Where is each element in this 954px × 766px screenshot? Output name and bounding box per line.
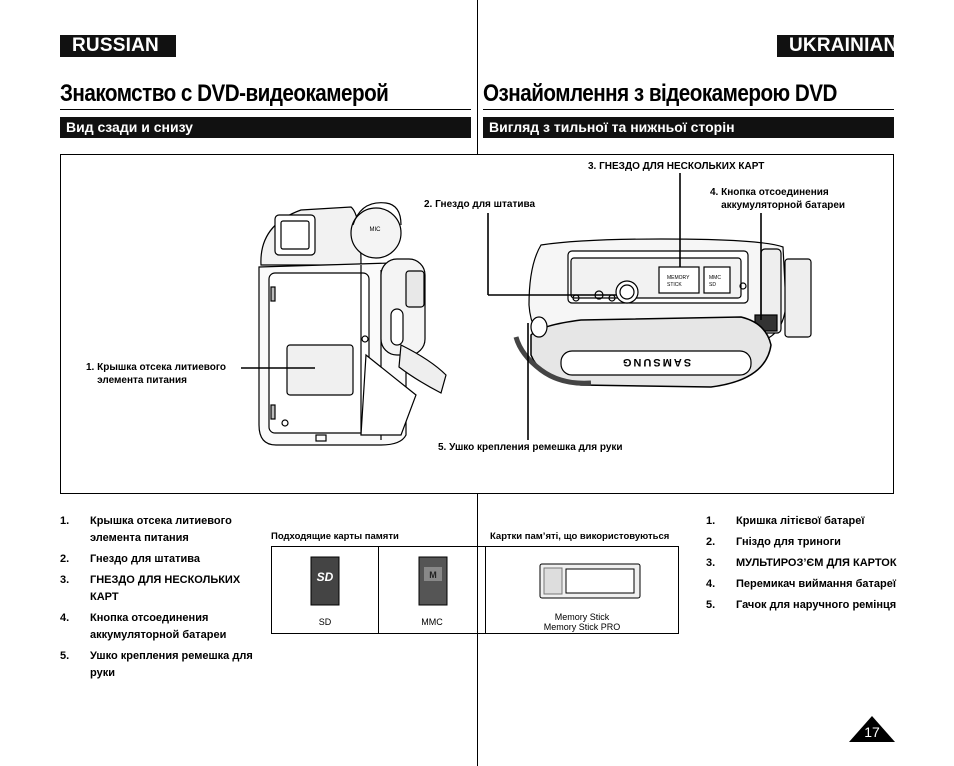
svg-text:SD: SD — [317, 570, 334, 584]
card-cell-mmc: M MMC — [379, 547, 486, 633]
memory-stick-slot-label-2: STICK — [667, 282, 682, 288]
lang-badge-russian: RUSSIAN — [60, 35, 176, 57]
callout-tripod-socket: 2. Гнездо для штатива — [424, 199, 536, 210]
camcorder-illustration: MIC MEMORY STICK MMC SD SAMSUNG — [241, 173, 812, 446]
center-divider — [477, 0, 478, 154]
list-item: 5.Ушко крепления ремешка для руки — [60, 650, 253, 679]
memory-stick-slot-label-1: MEMORY — [667, 275, 690, 281]
svg-text:MMC SD: MMC SD — [709, 275, 722, 288]
camcorder-figure: MIC MEMORY STICK MMC SD SAMSUNG 1. Крышк… — [60, 154, 894, 494]
svg-text:M: M — [429, 570, 437, 580]
list-item: 4.Кнопка отсоединения аккумуляторной бат… — [60, 612, 227, 641]
sd-label: SD — [318, 617, 332, 627]
page-number: 17 — [864, 724, 880, 740]
mic-label: MIC — [370, 227, 382, 233]
list-item: 1.Кришка літієвої батареї — [706, 515, 865, 527]
list-item: 1.Крышка отсека литиевого элемента питан… — [60, 515, 232, 544]
callout-strap-hook: 5. Ушко крепления ремешка для руки — [438, 442, 623, 453]
memory-stick-label: Memory Stick — [554, 612, 610, 622]
samsung-strap-logo: SAMSUNG — [621, 356, 691, 368]
sd-card-icon — [310, 556, 340, 606]
mmc-slot-label: MMC — [709, 275, 721, 281]
page-number-badge: 17 — [849, 716, 895, 742]
memory-card-table: SD SD M MMC Memory Stick Memory Stick PR… — [271, 546, 679, 634]
callout-multi-card-slot: 3. ГНЕЗДО ДЛЯ НЕСКОЛЬКИХ КАРТ — [588, 161, 765, 172]
list-item: 5.Гачок для наручного ремінця — [706, 599, 897, 611]
page-title-ukrainian: Ознайомлення з відеокамерою DVD — [483, 80, 837, 107]
callout-battery-cover: 1. Крышка отсека литиевого элемента пита… — [86, 362, 227, 386]
cards-heading-russian: Подходящие карты памяти — [271, 531, 399, 542]
cards-heading-ukrainian: Картки пам’яті, що використовуються — [490, 531, 670, 542]
section-header-ukrainian: Вигляд з тильної та нижньої сторін — [483, 117, 894, 138]
mmc-label: MMC — [421, 617, 443, 627]
card-cell-sd: SD SD — [272, 547, 379, 633]
lang-badge-ukrainian: UKRAINIAN — [777, 35, 897, 57]
sd-slot-label: SD — [709, 282, 716, 288]
list-item: 4.Перемикач виймання батареї — [706, 578, 896, 590]
center-divider-lower — [477, 494, 478, 766]
title-rule-right — [483, 109, 894, 110]
list-item: 2.Гніздо для триноги — [706, 536, 841, 548]
list-item: 2.Гнездо для штатива — [60, 553, 200, 565]
callout-battery-release: 4. Кнопка отсоединения аккумуляторной ба… — [710, 187, 846, 211]
list-item: 3.МУЛЬТИРОЗ’ЄМ ДЛЯ КАРТОК — [706, 557, 897, 569]
memory-stick-pro-label: Memory Stick PRO — [543, 622, 621, 632]
title-rule-left — [60, 109, 471, 110]
parts-list-ukrainian: 1.Кришка літієвої батареї 2.Гніздо для т… — [706, 513, 906, 618]
page-title-russian: Знакомство с DVD-видеокамерой — [60, 80, 389, 107]
svg-text:MEMORY STICK: MEMORY STICK — [667, 275, 691, 288]
parts-list-russian: 1.Крышка отсека литиевого элемента питан… — [60, 513, 270, 686]
section-header-russian: Вид сзади и снизу — [60, 117, 471, 138]
card-cell-memory-stick: Memory Stick Memory Stick PRO — [486, 547, 678, 633]
list-item: 3.ГНЕЗДО ДЛЯ НЕСКОЛЬКИХ КАРТ — [60, 574, 241, 603]
